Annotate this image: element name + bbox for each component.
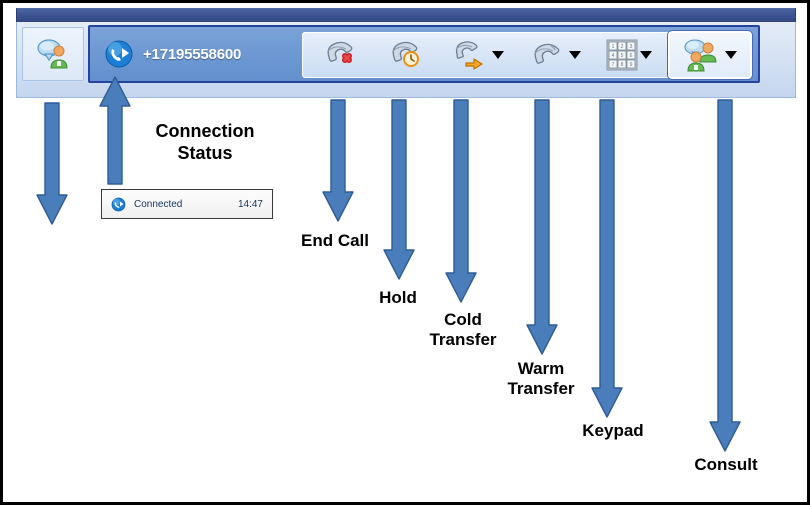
connection-status-chip: Connected 14:47 (101, 189, 273, 219)
connection-status-label: Connected (134, 198, 183, 210)
phone-icon (534, 43, 560, 64)
annotation-label-consult: Consult (694, 455, 758, 474)
annotation-arrow-connection-status (99, 76, 132, 185)
svg-text:8: 8 (621, 62, 624, 68)
annotation-label-cold-transfer: Cold Transfer (429, 310, 497, 350)
hold-button[interactable] (383, 35, 431, 75)
call-identity: +17195558600 (90, 27, 302, 81)
annotation-arrow-end-call (322, 99, 355, 222)
phone-orange-clock-icon (392, 41, 419, 67)
globe-phone-icon (105, 40, 133, 68)
annotation-arrow-keypad (591, 99, 624, 418)
end-call-button[interactable] (318, 35, 366, 75)
svg-text:1: 1 (612, 44, 615, 50)
annotation-arrow-agent (36, 102, 69, 225)
keypad-dropdown-caret[interactable] (640, 51, 653, 59)
cold-transfer-dropdown-caret[interactable] (491, 51, 504, 59)
phone-red-x-icon (327, 41, 353, 63)
agent-button[interactable] (22, 27, 84, 81)
toolbar-titlebar (16, 8, 796, 22)
annotation-label-connection-status: Connection Status (155, 121, 255, 163)
connection-status-time: 14:47 (237, 198, 263, 210)
svg-text:9: 9 (630, 62, 633, 68)
annotation-arrow-hold (383, 99, 416, 280)
svg-text:4: 4 (612, 53, 615, 59)
svg-text:5: 5 (621, 53, 624, 59)
active-call-strip: +17195558600 (88, 25, 760, 83)
annotation-label-warm-transfer: Warm Transfer (507, 359, 575, 399)
annotation-label-end-call: End Call (300, 231, 369, 250)
annotation-label-hold: Hold (379, 288, 417, 307)
svg-text:3: 3 (630, 44, 633, 50)
annotation-arrow-warm-transfer (526, 99, 559, 355)
person-speech-bubble-icon (37, 39, 68, 69)
warm-transfer-button[interactable] (525, 35, 585, 75)
two-people-consult-icon (684, 39, 717, 72)
annotation-arrow-cold-transfer (445, 99, 478, 303)
annotation-arrow-consult (709, 99, 742, 452)
annotation-label-keypad: Keypad (582, 421, 644, 440)
cold-transfer-button[interactable] (448, 35, 508, 75)
warm-transfer-dropdown-caret[interactable] (569, 51, 582, 59)
svg-text:6: 6 (630, 53, 633, 59)
call-phone-number: +17195558600 (143, 45, 242, 63)
svg-text:2: 2 (621, 44, 624, 50)
svg-text:7: 7 (612, 62, 615, 68)
consult-button[interactable] (667, 30, 753, 80)
cti-toolbar: +17195558600 (8, 8, 804, 100)
globe-phone-icon (111, 197, 126, 211)
phone-orange-arrow-icon (455, 41, 483, 70)
consult-dropdown-caret[interactable] (725, 51, 737, 59)
